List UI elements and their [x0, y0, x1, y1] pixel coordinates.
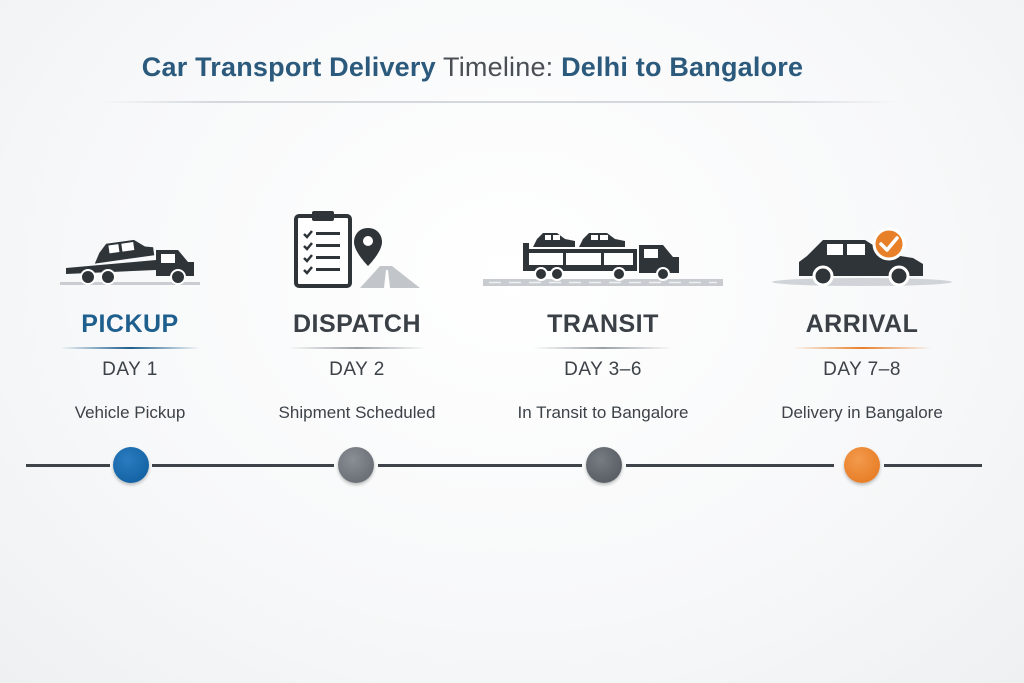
- title-part-2: Timeline:: [443, 52, 554, 82]
- timeline-dot-arrival: [844, 447, 880, 483]
- stage-description: Shipment Scheduled: [278, 403, 436, 422]
- stage-underline: [792, 347, 932, 349]
- timeline-segment: [378, 464, 582, 467]
- timeline-segment: [152, 464, 334, 467]
- stage-arrival: ARRIVAL DAY 7–8 Delivery in Bangalore: [742, 195, 982, 423]
- car-carrier-truck-icon: [483, 233, 723, 286]
- stage-name: ARRIVAL: [805, 310, 919, 338]
- stage-description: In Transit to Bangalore: [517, 403, 689, 422]
- stage-underline: [287, 347, 427, 349]
- stage-icon-container: [237, 195, 477, 290]
- title-part-1: Car Transport Delivery: [141, 52, 436, 82]
- timeline-segment: [884, 464, 982, 467]
- car-checkmark-icon: [772, 227, 952, 287]
- stage-day: DAY 2: [329, 359, 385, 380]
- stage-day: DAY 7–8: [823, 359, 901, 380]
- stage-name: TRANSIT: [547, 310, 659, 338]
- stage-icon-container: [483, 195, 723, 290]
- stage-icon-container: [10, 195, 250, 290]
- stage-name: DISPATCH: [292, 310, 422, 338]
- stage-icon-container: [742, 195, 982, 290]
- timeline-dot-pickup: [113, 447, 149, 483]
- tow-truck-icon: [60, 239, 200, 285]
- stage-day: DAY 1: [102, 359, 158, 380]
- timeline-dot-transit: [586, 447, 622, 483]
- stage-dispatch: DISPATCH DAY 2 Shipment Scheduled: [237, 195, 477, 423]
- title-divider: [98, 101, 898, 103]
- timeline-segment: [26, 464, 110, 467]
- stage-name: PICKUP: [81, 310, 179, 338]
- title-part-3: Delhi to Bangalore: [561, 52, 804, 82]
- stage-underline: [60, 347, 200, 349]
- stage-transit: TRANSIT DAY 3–6 In Transit to Bangalore: [483, 195, 723, 423]
- stage-day: DAY 3–6: [564, 359, 642, 380]
- timeline-segment: [626, 464, 834, 467]
- stage-description: Vehicle Pickup: [74, 403, 186, 422]
- stage-underline: [533, 347, 673, 349]
- page-title: Car Transport Delivery Timeline: Delhi t…: [0, 52, 945, 83]
- timeline-dot-dispatch: [338, 447, 374, 483]
- clipboard-checklist-location-icon: [294, 211, 420, 288]
- stage-pickup: PICKUP DAY 1 Vehicle Pickup: [10, 195, 250, 423]
- stage-description: Delivery in Bangalore: [781, 403, 943, 422]
